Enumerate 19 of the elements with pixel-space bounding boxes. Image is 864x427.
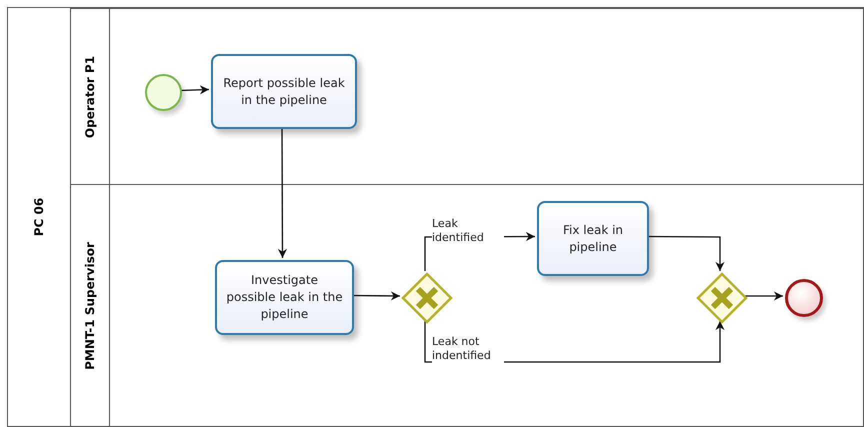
lane-title: Operator P1	[83, 55, 97, 138]
sequence-flow-arrow	[745, 291, 783, 301]
pool-title: PC 06	[32, 198, 46, 236]
edge-label: Leak identified	[432, 217, 504, 244]
pool	[7, 7, 864, 427]
sequence-flow-arrow	[180, 85, 210, 94]
lane-title: PMNT-1 Supervisor	[83, 242, 97, 370]
sequence-flow-arrow	[278, 127, 288, 258]
start-event-circle	[145, 74, 182, 111]
gateway-diamond	[402, 273, 452, 323]
sequence-flow-arrow	[647, 236, 725, 271]
task-box: Fix leak in pipeline	[537, 201, 649, 276]
edge-label: Leak not indentified	[432, 335, 504, 362]
swimlane	[70, 8, 864, 185]
task-box: Investigate possible leak in the pipeline	[215, 260, 354, 335]
gateway-diamond	[697, 273, 747, 323]
sequence-flow-arrow	[352, 291, 400, 300]
task-box: Report possible leak in the pipeline	[211, 54, 357, 129]
end-event-circle	[785, 279, 823, 317]
